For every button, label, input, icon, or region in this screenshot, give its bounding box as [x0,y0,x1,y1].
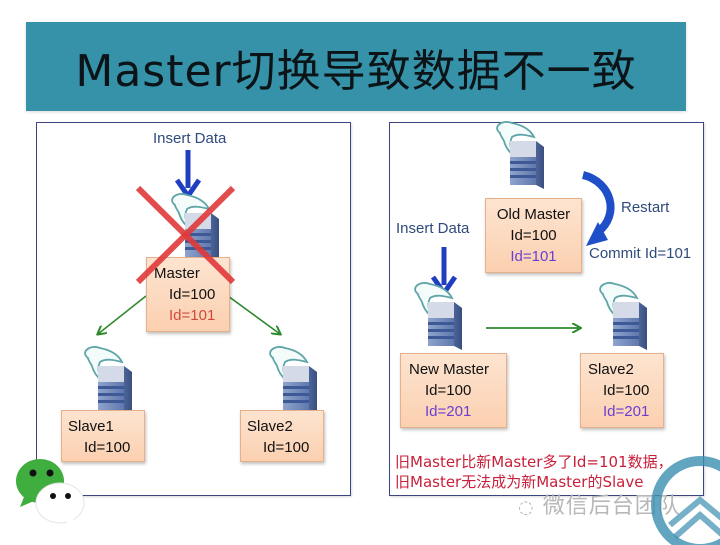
master-name: Master [154,265,200,282]
right-slave2-id-201: Id=201 [603,403,650,420]
insert-data-label-right: Insert Data [396,220,470,237]
new-master-id-100: Id=100 [425,382,472,399]
old-master-node: Old Master Id=100 Id=101 [485,198,582,273]
slave1-name: Slave1 [68,418,114,435]
slave1-node: Slave1 Id=100 [61,410,145,462]
replication-arrow-to-slave1 [98,295,147,334]
failed-cross-icon [135,185,236,285]
new-master-id-201: Id=201 [425,403,472,420]
inconsistency-note: 旧Master比新Master多了Id=101数据， 旧Master无法成为新M… [395,452,673,492]
new-master-name: New Master [409,361,490,378]
right-slave2-id-100: Id=100 [603,382,650,399]
old-master-id-100: Id=100 [510,227,557,244]
old-master-name: Old Master [496,206,571,223]
note-line-1: 旧Master比新Master多了Id=101数据， [395,453,673,471]
note-line-2: 旧Master无法成为新Master的Slave [395,473,644,491]
master-node: Master Id=100 Id=101 [146,257,230,332]
right-slave2-node: Slave2 Id=100 Id=201 [580,353,664,428]
restart-arrow [581,171,615,246]
emblem-logo-icon [651,456,720,545]
wechat-watermark-icon: ◌ [518,497,535,518]
old-master-id-101: Id=101 [510,248,557,265]
slave2-node: Slave2 Id=100 [240,410,324,462]
page-title: Master切换导致数据不一致 [75,45,637,97]
master-id-101: Id=101 [169,307,216,324]
master-id-100: Id=100 [169,286,216,303]
replication-arrow-to-slave2 [227,295,280,334]
slave2-name: Slave2 [247,418,293,435]
right-slave2-server-icon [599,282,648,351]
slave2-server-icon [269,346,318,415]
commit-id-label: Commit Id=101 [589,245,692,262]
restart-label: Restart [621,199,670,216]
wechat-logo-icon [16,459,85,527]
slave1-id-100: Id=100 [84,439,131,456]
right-slave2-name: Slave2 [588,361,634,378]
new-master-server-icon [414,282,463,351]
new-master-node: New Master Id=100 Id=201 [400,353,507,428]
title-banner: Master切换导致数据不一致 [26,22,686,111]
old-master-server-icon [496,121,545,190]
slave1-server-icon [84,346,133,415]
slave2-id-100: Id=100 [263,439,310,456]
insert-data-label-left: Insert Data [153,130,227,147]
